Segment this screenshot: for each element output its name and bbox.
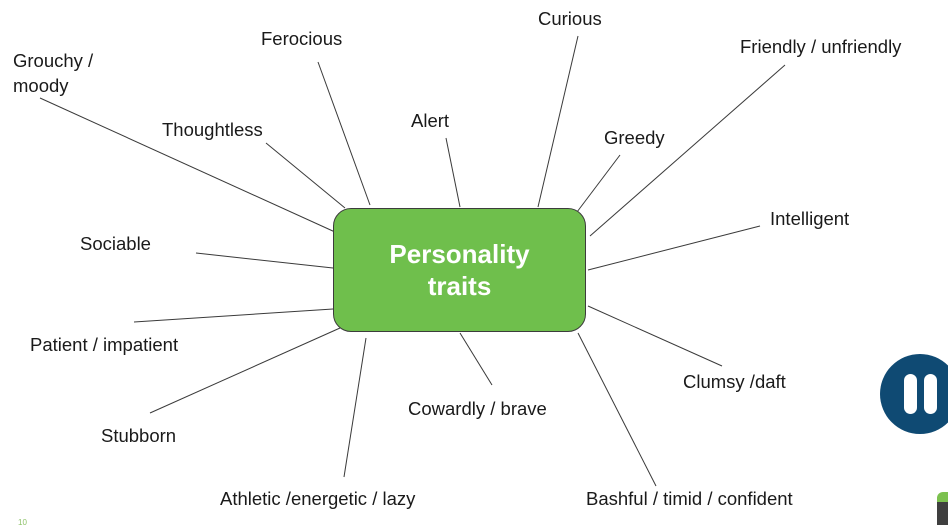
- logo-icon-top: [937, 492, 948, 502]
- spoke-cowardly: [459, 332, 493, 386]
- logo-icon-bottom: [937, 502, 948, 525]
- trait-cowardly: Cowardly / brave: [408, 398, 547, 419]
- pause-icon-bar: [924, 374, 937, 414]
- spoke-stubborn: [149, 327, 341, 414]
- pause-button[interactable]: [880, 354, 948, 434]
- spoke-curious: [537, 35, 579, 208]
- trait-sociable: Sociable: [80, 233, 151, 254]
- trait-greedy: Greedy: [604, 127, 665, 148]
- page-number: 10: [18, 518, 27, 527]
- trait-curious: Curious: [538, 8, 602, 29]
- trait-alert: Alert: [411, 110, 450, 131]
- trait-clumsy: Clumsy /daft: [683, 371, 786, 392]
- spoke-patient: [133, 308, 334, 323]
- trait-friendly: Friendly / unfriendly: [740, 36, 902, 57]
- trait-grouchy: Grouchy / moody: [13, 50, 94, 96]
- trait-stubborn: Stubborn: [101, 425, 177, 446]
- spoke-friendly: [589, 64, 786, 237]
- pause-icon: [904, 374, 917, 414]
- central-topic-label: Personality traits: [389, 239, 530, 301]
- spoke-sociable: [195, 252, 334, 269]
- spoke-bashful: [577, 332, 657, 487]
- spoke-intelligent: [587, 225, 761, 271]
- spoke-alert: [445, 137, 461, 208]
- logo-icon: [937, 492, 948, 525]
- spoke-clumsy: [587, 305, 723, 367]
- spoke-athletic: [343, 337, 367, 478]
- spoke-thoughtless: [265, 142, 346, 209]
- trait-thoughtless: Thoughtless: [162, 119, 263, 140]
- trait-patient: Patient / impatient: [30, 334, 179, 355]
- spoke-ferocious: [317, 61, 371, 206]
- spoke-grouchy: [39, 97, 336, 233]
- trait-intelligent: Intelligent: [770, 208, 850, 229]
- trait-bashful: Bashful / timid / confident: [586, 488, 793, 509]
- spoke-greedy: [576, 154, 621, 213]
- trait-ferocious: Ferocious: [261, 28, 343, 49]
- trait-athletic: Athletic /energetic / lazy: [220, 488, 416, 509]
- central-topic-box: Personality traits: [333, 208, 586, 332]
